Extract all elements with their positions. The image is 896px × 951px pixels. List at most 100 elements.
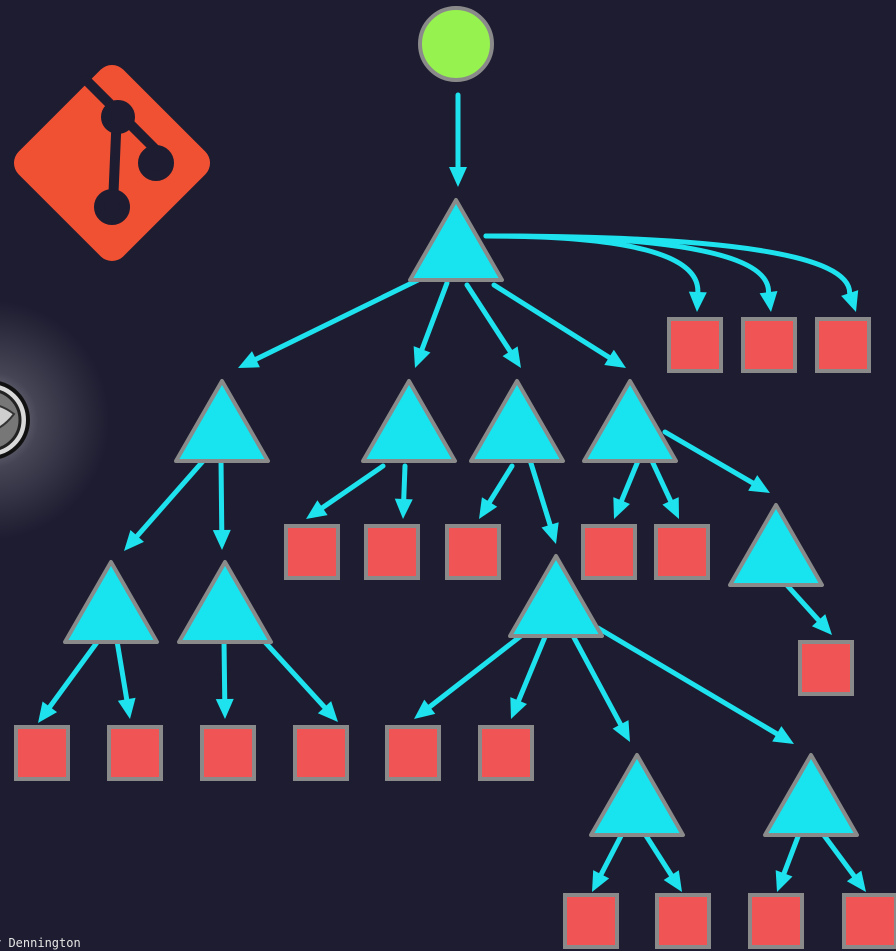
edge-t9-to-s9: [782, 580, 832, 635]
edge-t11-to-s19-arrowhead: [846, 870, 866, 892]
edge-t10-to-s17-arrowhead: [663, 870, 682, 892]
leaf-node-s1: [667, 317, 723, 373]
edge-t2-to-t7-line: [218, 457, 225, 533]
edge-t1-to-t5-arrowhead: [604, 349, 626, 368]
edge-t8-to-s14-line: [427, 629, 529, 710]
branch-node-t9: [728, 503, 824, 587]
edge-t5-to-t9-line: [662, 429, 756, 486]
leaf-node-s6: [445, 524, 501, 580]
edge-t11-to-s18-line: [781, 831, 802, 876]
edge-t1-to-t2-line: [253, 277, 421, 362]
leaf-node-s8: [654, 524, 710, 580]
edge-t6-to-s10-line: [47, 638, 101, 710]
edge-t11-to-s19: [820, 831, 866, 892]
edge-t5-to-s7-line: [619, 458, 641, 504]
edge-t4-to-t8-line: [527, 457, 553, 528]
edge-t7-to-s12-line: [221, 638, 228, 702]
edge-t7-to-s13-line: [261, 638, 328, 710]
branch-node-t11: [763, 753, 859, 837]
edge-root-to-t1-arrowhead: [449, 167, 467, 187]
edge-t6-to-s10: [38, 638, 101, 723]
edge-t8-to-s15-line: [516, 629, 550, 704]
edge-root-to-t1: [449, 92, 467, 187]
leaf-node-s15: [478, 725, 534, 781]
edge-t6-to-s11-arrowhead: [117, 697, 136, 719]
edge-t2-to-t7-arrowhead: [212, 529, 231, 550]
edge-t8-to-s15: [510, 629, 550, 719]
edge-t1-to-s3: [483, 233, 859, 312]
leaf-node-s11: [107, 725, 163, 781]
edge-t8-to-t11-line: [595, 625, 780, 737]
edge-t5-to-s8-line: [649, 458, 674, 504]
git-logo-glyph: [81, 75, 174, 225]
edge-t4-to-s6: [479, 463, 515, 519]
edge-t3-to-s4: [306, 463, 386, 519]
edge-t1-to-t4-arrowhead: [502, 346, 521, 368]
edge-t1-to-t4: [464, 282, 521, 368]
edge-t11-to-s18-arrowhead: [775, 870, 793, 892]
branch-node-t8: [508, 554, 604, 638]
edge-t3-to-s5-line: [401, 463, 408, 502]
edge-t3-to-s4-arrowhead: [306, 500, 328, 519]
edge-t8-to-t11-arrowhead: [772, 726, 794, 744]
leaf-node-s10: [14, 725, 70, 781]
edge-t1-to-t3-arrowhead: [413, 346, 431, 368]
edge-t6-to-s11: [114, 638, 136, 719]
edge-t10-to-s17: [642, 831, 682, 892]
edge-t5-to-s8-arrowhead: [662, 497, 679, 519]
edge-t4-to-t8: [527, 457, 559, 544]
edge-t11-to-s19-line: [820, 831, 857, 879]
root-node: [418, 6, 494, 82]
leaf-node-s14: [385, 725, 441, 781]
edge-t7-to-s13-arrowhead: [317, 701, 338, 722]
branch-node-t2: [174, 379, 270, 463]
branch-node-t1: [408, 198, 504, 282]
edge-t9-to-s9-arrowhead: [811, 614, 832, 635]
edge-t1-to-t4-line: [464, 282, 513, 354]
edge-t3-to-s5: [394, 463, 413, 519]
leaf-node-s12: [200, 725, 256, 781]
leaf-node-s16: [563, 893, 619, 949]
edge-t8-to-t10-line: [568, 629, 624, 727]
edge-t2-to-t7: [212, 457, 231, 550]
edge-t1-to-t3: [413, 280, 450, 368]
leaf-node-s7: [581, 524, 637, 580]
edge-t6-to-s11-line: [114, 638, 130, 702]
branch-node-t4: [469, 379, 565, 463]
leaf-node-s9: [798, 640, 854, 696]
edge-t1-to-s1-arrowhead: [688, 291, 707, 312]
leaf-node-s17: [655, 893, 711, 949]
edge-t1-to-s3-line: [483, 233, 853, 296]
branch-node-t6: [63, 560, 159, 644]
edge-t7-to-s12: [215, 638, 234, 719]
edge-t5-to-s8: [649, 458, 679, 519]
edge-t1-to-t2: [238, 277, 421, 368]
edge-t8-to-t10-arrowhead: [612, 720, 630, 742]
leaf-node-s19: [842, 893, 896, 949]
branch-node-t7: [177, 560, 273, 644]
edge-t8-to-t10: [568, 629, 630, 742]
edge-t8-to-s14: [414, 629, 529, 719]
edge-t1-to-s2-arrowhead: [759, 291, 778, 312]
avatar: [0, 300, 110, 540]
edge-t3-to-s5-arrowhead: [394, 498, 413, 519]
edge-t1-to-t5-line: [491, 282, 612, 360]
edge-t5-to-t9: [662, 429, 770, 493]
edge-t1-to-t5: [491, 282, 626, 368]
edge-t4-to-t8-arrowhead: [541, 522, 559, 544]
edge-t5-to-t9-arrowhead: [748, 475, 770, 493]
edge-t8-to-t11: [595, 625, 794, 744]
leaf-node-s2: [741, 317, 797, 373]
branch-node-t3: [361, 379, 457, 463]
leaf-node-s3: [815, 317, 871, 373]
edge-t7-to-s13: [261, 638, 338, 722]
leaf-node-s4: [284, 524, 340, 580]
edge-t4-to-s6-line: [487, 463, 515, 505]
edge-t2-to-t6-arrowhead: [124, 530, 144, 551]
leaf-node-s18: [748, 893, 804, 949]
edge-t5-to-s7: [613, 458, 641, 519]
branch-node-t10: [589, 753, 685, 837]
leaf-node-s13: [293, 725, 349, 781]
edge-t10-to-s16: [592, 831, 625, 892]
